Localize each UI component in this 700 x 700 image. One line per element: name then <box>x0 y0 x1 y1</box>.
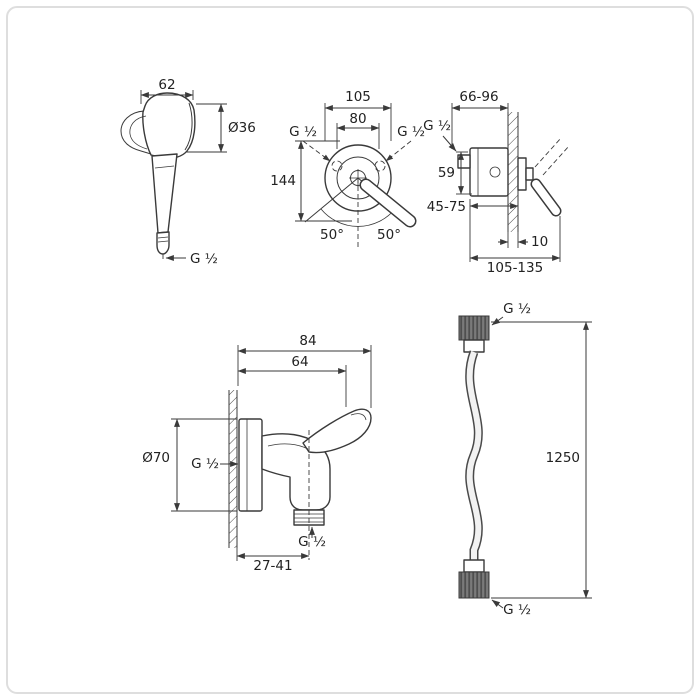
dim-label-flange-diameter: Ø70 <box>142 450 170 466</box>
dim-label-mixer-144: 144 <box>270 173 296 189</box>
inlet-port <box>457 154 471 169</box>
handle-spindle <box>525 167 534 181</box>
dim-label-total-depth: 105-135 <box>487 260 543 276</box>
thread-label-side: G ½ <box>423 118 451 134</box>
shower-holder-arm <box>302 408 372 454</box>
trigger-lever <box>120 110 152 155</box>
thread-label-spray: G ½ <box>190 251 218 267</box>
outlet-thread-line <box>157 236 169 239</box>
handspray-view: 62 Ø36 G ½ <box>120 77 256 267</box>
thread-label-elbow-inlet: G ½ <box>191 456 219 472</box>
dim-label-mixer-80: 80 <box>349 111 366 127</box>
supply-port-right <box>374 160 386 172</box>
leader-line <box>302 140 331 162</box>
spray-outlet <box>156 231 170 255</box>
body-detail-line <box>267 443 309 450</box>
leader-line <box>385 140 412 162</box>
hose-view: 1250 G ½ G ½ <box>458 301 592 618</box>
spray-face-line <box>184 102 193 151</box>
page-border <box>6 6 694 694</box>
leader-line <box>491 599 504 609</box>
spray-head <box>142 92 196 159</box>
dim-label-depth-range: 66-96 <box>459 89 498 105</box>
wall-hatch <box>508 112 518 232</box>
dim-label-body-height: 59 <box>438 165 455 181</box>
holder-lip-line <box>350 413 367 421</box>
elbow-flange <box>238 418 263 512</box>
cone-detail-line <box>154 165 175 169</box>
dim-label-elbow-84: 84 <box>299 333 316 349</box>
dim-label-mixer-105: 105 <box>345 89 371 105</box>
angle-label-right: 50° <box>377 227 401 243</box>
valve-body <box>469 147 509 197</box>
angle-arc <box>320 208 396 227</box>
dim-label-elbow-64: 64 <box>291 354 308 370</box>
thread-label-elbow-outlet: G ½ <box>298 534 326 550</box>
mixer-front-view: 105 80 G ½ G ½ 144 50° 50° <box>270 89 425 247</box>
supply-port-left <box>331 160 343 172</box>
lever-handle-fill <box>361 180 415 226</box>
side-lever-handle-fill <box>532 180 560 215</box>
dim-label-outlet-range: 27-41 <box>253 558 292 574</box>
hose-top-collar <box>463 339 485 353</box>
dim-label-depth-bottom: 45-75 <box>427 199 466 215</box>
hose-bottom-collar <box>463 559 485 573</box>
dim-label-spray-diameter: Ø36 <box>228 120 256 136</box>
thread-label-hose-top: G ½ <box>503 301 531 317</box>
thread-label-mixer-left: G ½ <box>289 124 317 140</box>
lever-range-dashed <box>542 145 570 176</box>
mixer-side-view: 66-96 G ½ 59 45-75 10 105-135 <box>423 89 570 276</box>
wall-elbow-view: 84 64 Ø70 G ½ G ½ 27-41 <box>142 333 372 574</box>
leader-line <box>442 135 457 152</box>
thread-label-hose-bottom: G ½ <box>503 602 531 618</box>
leader-line <box>491 316 504 326</box>
hose-top-fitting <box>458 315 490 341</box>
outlet-thread-line <box>157 240 169 243</box>
wall-hatch <box>229 390 237 548</box>
hose-tube-highlight <box>466 350 482 560</box>
valve-detail-circle <box>489 166 501 178</box>
trigger-inner-line <box>129 115 148 150</box>
angle-label-left: 50° <box>320 227 344 243</box>
hose-bottom-fitting <box>458 571 490 599</box>
dim-label-spray-width: 62 <box>158 77 175 93</box>
lever-range-dashed <box>534 137 562 168</box>
dim-label-wall-gap: 10 <box>531 234 548 250</box>
angle-line-left <box>304 177 359 223</box>
handle-escutcheon <box>517 157 527 191</box>
thread-label-mixer-right: G ½ <box>397 124 425 140</box>
dim-label-hose-length: 1250 <box>546 450 580 466</box>
